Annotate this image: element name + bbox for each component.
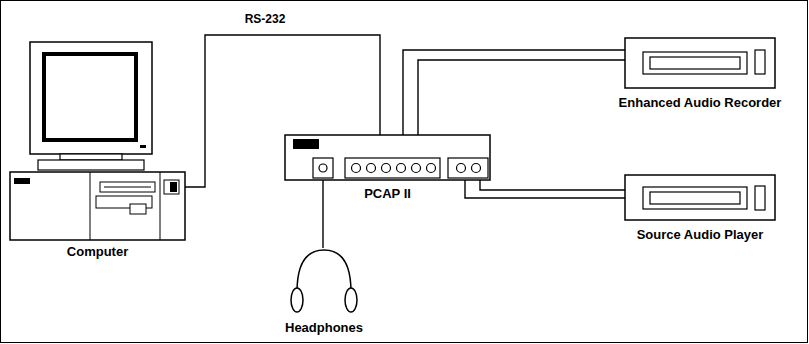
audio-recorder: Enhanced Audio Recorder bbox=[625, 38, 775, 88]
audio-cable bbox=[403, 50, 625, 135]
device-label: PCAP II bbox=[364, 186, 411, 201]
headphone-cable bbox=[322, 180, 323, 248]
recorder-illustration bbox=[625, 38, 775, 88]
serial-cable bbox=[185, 35, 380, 187]
device-label: Computer bbox=[67, 244, 128, 259]
audio-player: Source Audio Player bbox=[625, 175, 775, 220]
headphones-illustration bbox=[291, 250, 357, 312]
cable-label: RS-232 bbox=[243, 12, 288, 26]
pcap-unit: PCAP II bbox=[285, 135, 490, 180]
audio-cable bbox=[465, 180, 625, 198]
device-label: Headphones bbox=[285, 320, 363, 335]
pcap-illustration bbox=[285, 135, 490, 180]
computer-illustration bbox=[10, 42, 185, 240]
device-label: Enhanced Audio Recorder bbox=[619, 95, 782, 110]
headphones: Headphones bbox=[288, 248, 360, 313]
player-illustration bbox=[625, 175, 775, 220]
device-label: Source Audio Player bbox=[637, 227, 764, 242]
computer: Computer bbox=[10, 42, 185, 240]
